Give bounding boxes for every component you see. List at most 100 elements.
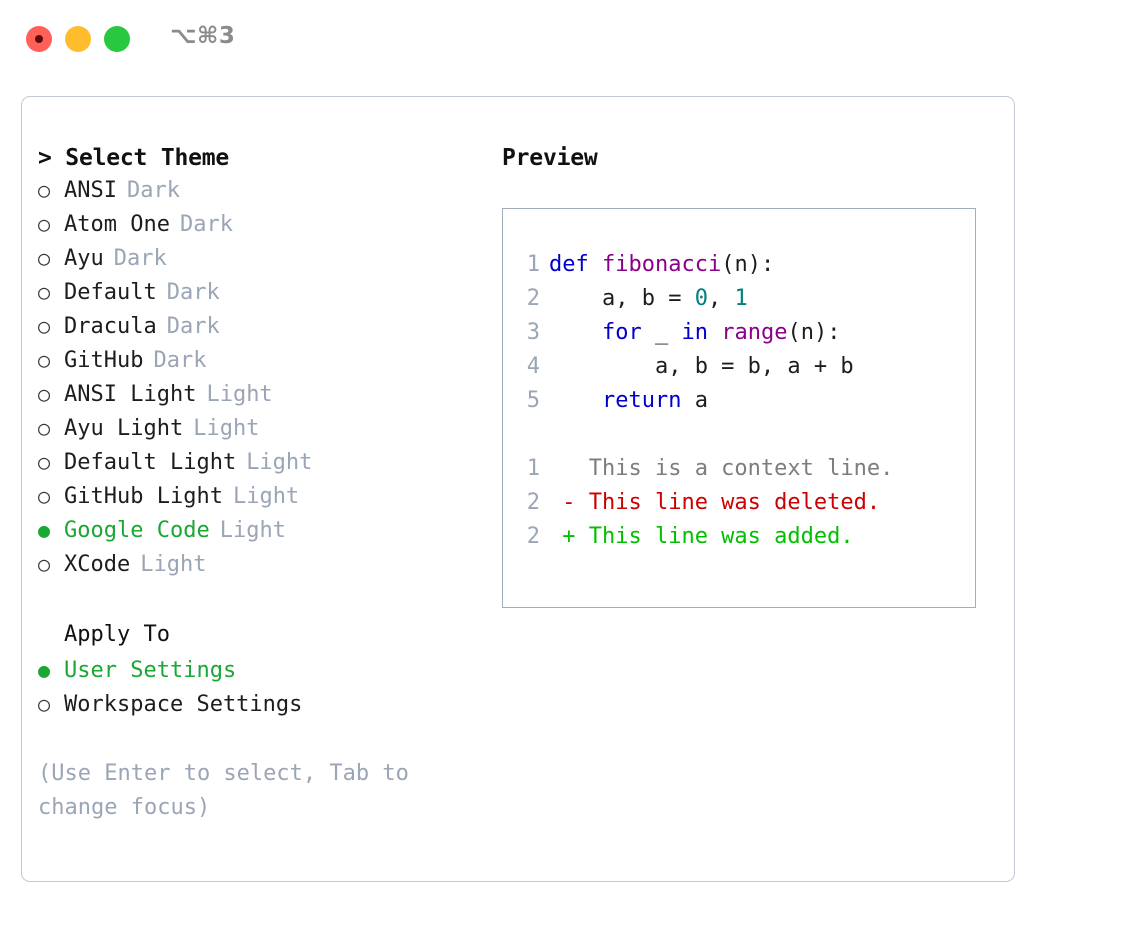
radio-selected-icon: ● — [38, 518, 51, 542]
code-line-text: for _ in range(n): — [549, 320, 840, 345]
theme-variant-badge: Light — [193, 415, 260, 441]
code-token: (n): — [721, 251, 775, 277]
theme-row[interactable]: ○ Dracula Dark — [38, 309, 478, 343]
section-spacer — [38, 581, 478, 617]
radio-unselected-icon: ○ — [38, 246, 51, 270]
theme-row[interactable]: ○ ANSI Dark — [38, 173, 478, 207]
code-token: - This line was deleted. — [549, 489, 881, 515]
close-button[interactable] — [26, 26, 52, 52]
code-token — [549, 388, 602, 413]
radio-unselected-icon: ○ — [38, 382, 51, 406]
theme-name-label: Dracula — [64, 313, 157, 339]
theme-name-label: GitHub — [64, 347, 144, 373]
apply-to-list[interactable]: ●User Settings ○ Workspace Settings — [38, 653, 478, 721]
theme-variant-badge: Light — [140, 551, 207, 577]
diff-line-row: 2 - This line was deleted. — [503, 485, 975, 519]
diff-line-row: 2 + This line was added. — [503, 519, 975, 553]
theme-variant-badge: Dark — [126, 177, 180, 203]
theme-name-label: Ayu — [64, 245, 104, 271]
code-token: return — [601, 387, 682, 413]
code-line-text: - This line was deleted. — [549, 490, 880, 515]
theme-row[interactable]: ○ Default Light Light — [38, 445, 478, 479]
apply-to-row[interactable]: ●User Settings — [38, 653, 478, 687]
apply-to-heading: Apply To — [64, 621, 170, 647]
theme-name-label: ANSI — [64, 177, 117, 203]
theme-row[interactable]: ○ XCode Light — [38, 547, 478, 581]
code-line-text: + This line was added. — [549, 524, 853, 549]
theme-variant-badge: Dark — [166, 279, 220, 305]
title-bar: ⌥⌘3 — [0, 0, 1140, 78]
radio-unselected-icon: ○ — [38, 314, 51, 338]
radio-unselected-icon: ○ — [38, 552, 51, 576]
code-token: a — [681, 387, 708, 413]
theme-variant-badge: Light — [206, 381, 273, 407]
line-number: 4 — [526, 353, 540, 379]
keyboard-hint-text: (Use Enter to select, Tab to change focu… — [38, 761, 423, 820]
apply-to-label: Workspace Settings — [64, 691, 303, 717]
minimize-button[interactable] — [65, 26, 91, 52]
line-number: 1 — [526, 251, 540, 277]
theme-name-label: Atom One — [64, 211, 170, 237]
theme-name-label: Default Light — [64, 449, 237, 475]
code-token: 0 — [694, 285, 708, 311]
select-theme-heading: > Select Theme — [38, 145, 230, 171]
code-line-text: def fibonacci(n): — [549, 252, 774, 277]
code-line-text: return a — [549, 388, 708, 413]
keyboard-shortcut-label: ⌥⌘3 — [170, 23, 236, 49]
apply-to-label: User Settings — [64, 657, 237, 683]
theme-variant-badge: Light — [232, 483, 300, 509]
code-line-row: 4 a, b = b, a + b — [503, 349, 975, 383]
theme-name-label: Google Code — [64, 517, 210, 543]
theme-row[interactable]: ○ Ayu Dark — [38, 241, 478, 275]
code-token: 1 — [734, 285, 748, 311]
code-line-row: 1 def fibonacci(n): — [503, 247, 975, 281]
code-token: This is a context line. — [549, 455, 894, 481]
maximize-button[interactable] — [104, 26, 130, 52]
code-line-text: This is a context line. — [549, 455, 894, 481]
diff-line-row: 1 This is a context line. — [503, 451, 975, 485]
apply-to-row[interactable]: ○ Workspace Settings — [38, 687, 478, 721]
code-token: in — [681, 319, 708, 345]
radio-unselected-icon: ○ — [38, 280, 51, 304]
line-number: 1 — [526, 455, 540, 481]
theme-row[interactable]: ● Google Code Light — [38, 513, 478, 547]
theme-variant-badge: Light — [219, 517, 286, 543]
preview-heading: Preview — [502, 145, 598, 171]
theme-variant-badge: Dark — [113, 245, 167, 271]
theme-variant-badge: Light — [246, 449, 313, 475]
radio-unselected-icon: ○ — [38, 692, 51, 716]
code-token: (n): — [787, 319, 841, 345]
line-number: 5 — [526, 387, 540, 413]
code-line-text: a, b = 0, 1 — [549, 286, 748, 311]
theme-variant-badge: Dark — [166, 313, 220, 339]
code-token: a, b = — [549, 285, 695, 311]
code-token: , — [707, 285, 735, 311]
code-token: a, b = b, a + b — [549, 353, 854, 379]
code-token — [549, 320, 602, 345]
radio-unselected-icon: ○ — [38, 178, 51, 202]
theme-name-label: XCode — [64, 551, 131, 577]
line-number: 2 — [526, 285, 540, 311]
line-number: 3 — [526, 319, 540, 345]
code-token: fibonacci — [601, 251, 722, 277]
code-token: def — [549, 251, 602, 277]
code-token: range — [721, 319, 788, 345]
radio-unselected-icon: ○ — [38, 348, 51, 372]
code-line-row: 3 for _ in range(n): — [503, 315, 975, 349]
line-number: 2 — [526, 523, 540, 549]
diff-sample-block: 1 This is a context line.2 - This line w… — [503, 451, 975, 553]
radio-unselected-icon: ○ — [38, 450, 51, 474]
radio-unselected-icon: ○ — [38, 212, 51, 236]
